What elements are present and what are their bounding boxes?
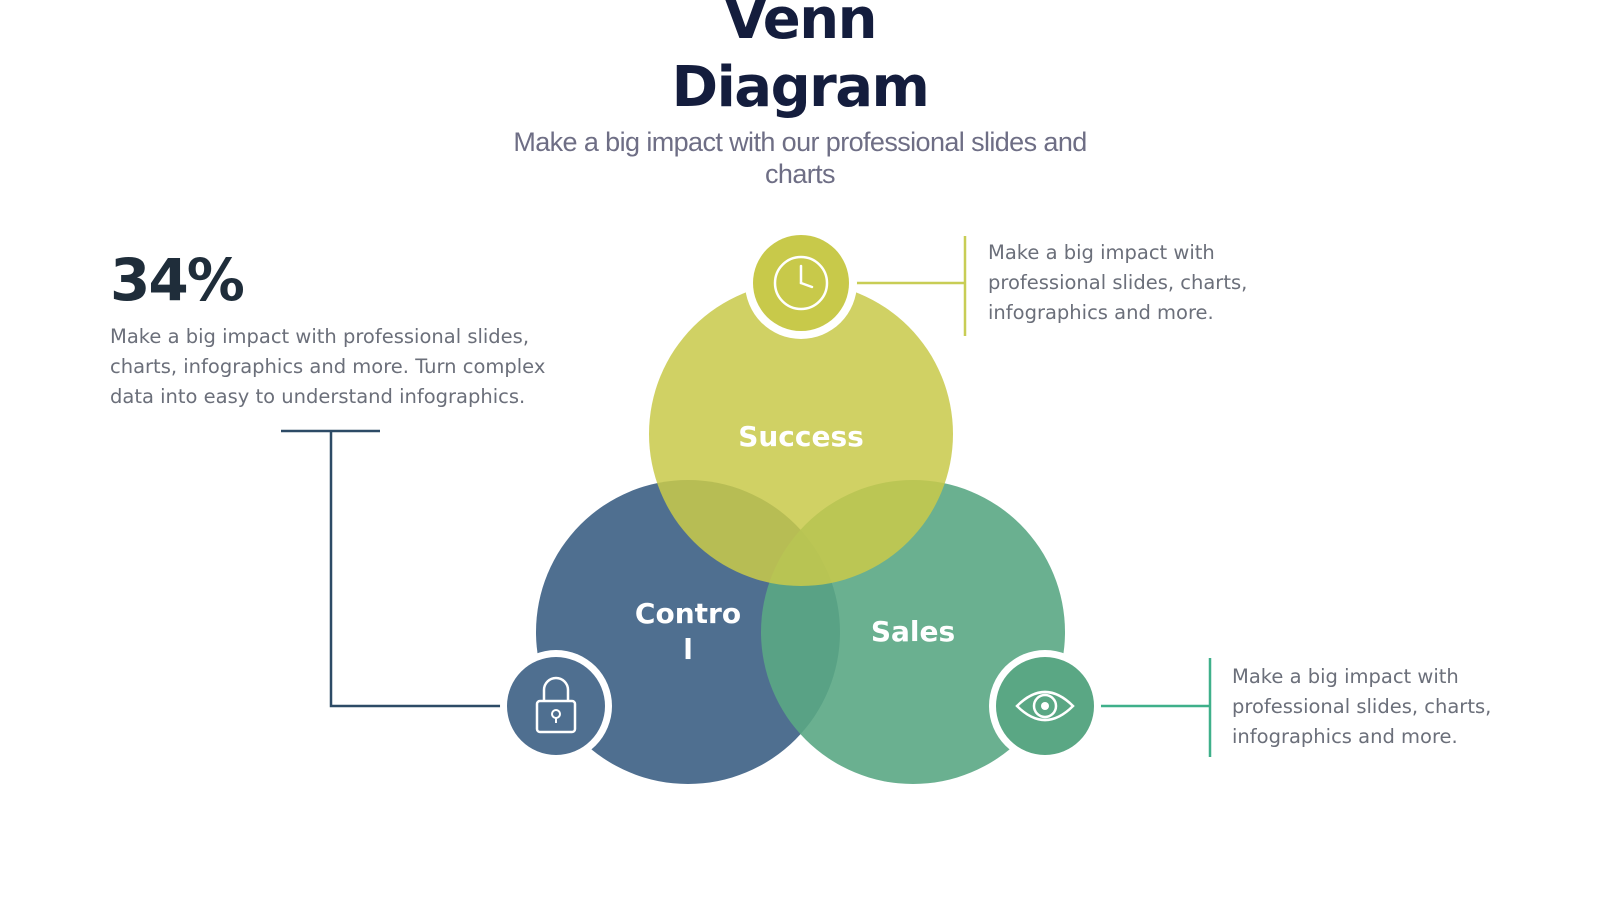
lock-icon: [500, 650, 612, 762]
venn-label-sales: Sales: [871, 615, 955, 648]
slide-subtitle: Make a big impact with our professional …: [513, 127, 1087, 189]
venn-label-success: Success: [738, 420, 864, 453]
connector-bottom: [1090, 658, 1212, 757]
connector-top: [838, 236, 967, 336]
bottom-right-description: Make a big impact with professional slid…: [1232, 665, 1492, 748]
slide-title-line1: Venn: [724, 0, 878, 52]
top-right-description: Make a big impact with professional slid…: [988, 241, 1248, 324]
left-description: Make a big impact with professional slid…: [110, 325, 546, 408]
venn-label-control-line2: l: [683, 633, 693, 666]
slide-title-line2: Diagram: [671, 55, 930, 120]
venn-label-control-line1: Contro: [635, 597, 741, 630]
eye-icon: [989, 650, 1101, 762]
clock-icon: [745, 227, 857, 339]
slide-title: Venn Diagram: [0, 0, 1600, 122]
stat-percentage: 34%: [110, 246, 245, 314]
venn-circle-success: [649, 282, 953, 586]
connector-left: [281, 429, 510, 708]
